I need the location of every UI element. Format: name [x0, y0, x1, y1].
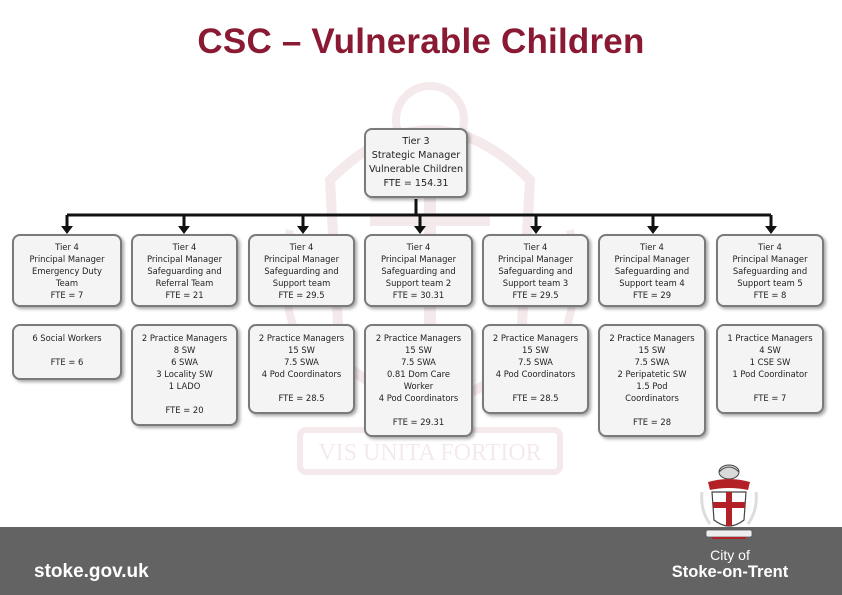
tier4-line: Safeguarding and: [498, 265, 573, 276]
tier3-line: Vulnerable Children: [368, 164, 464, 175]
tier3-line: Tier 3: [402, 136, 430, 147]
staff-line: Worker: [403, 381, 434, 391]
tier4-box-support-2: Tier 4 Principal Manager Safeguarding an…: [364, 234, 473, 307]
city-of-label: City of: [710, 547, 750, 563]
tier4-box-support-3: Tier 4 Principal Manager Safeguarding an…: [482, 234, 589, 307]
staff-line: 2 Practice Managers: [375, 333, 462, 343]
footer-bar: [0, 527, 842, 595]
staff-line: 2 Practice Managers: [258, 333, 345, 343]
tier4-line: Support team 4: [619, 277, 685, 288]
staff-panel-emergency-duty: 6 Social Workers FTE = 6: [12, 324, 122, 380]
tier4-line: FTE = 29.5: [278, 289, 325, 300]
tier4-box-support-5: Tier 4 Principal Manager Safeguarding an…: [716, 234, 824, 307]
tier4-line: Tier 4: [55, 241, 79, 252]
staff-line: 4 Pod Coordinators: [495, 369, 576, 379]
tier4-line: Safeguarding and: [614, 265, 690, 276]
tier4-line: FTE = 8: [753, 289, 787, 300]
tier4-line: Principal Manager: [614, 253, 690, 264]
staff-panel-referral: 2 Practice Managers 8 SW 6 SWA 3 Localit…: [131, 324, 238, 426]
tier4-line: Safeguarding and: [264, 265, 339, 276]
tier4-line: Safeguarding and: [147, 265, 222, 276]
staff-line: 2 Peripatetic SW: [617, 369, 687, 379]
staff-line: 1 Practice Managers: [727, 333, 813, 343]
tier4-box-emergency-duty: Tier 4 Principal Manager Emergency Duty …: [12, 234, 122, 307]
tier4-line: Tier 4: [289, 241, 314, 252]
city-crest-icon: [700, 464, 758, 539]
staff-line: 0.81 Dom Care: [386, 369, 451, 379]
tier4-line: Principal Manager: [146, 253, 223, 264]
staff-line: 15 SW: [405, 345, 432, 355]
tier4-line: Referral Team: [155, 277, 214, 288]
tier4-box-support-4: Tier 4 Principal Manager Safeguarding an…: [598, 234, 706, 307]
tier4-line: Tier 4: [523, 241, 548, 252]
tier4-line: Tier 4: [406, 241, 431, 252]
staff-fte: FTE = 28: [632, 417, 672, 427]
tier3-line: FTE = 154.31: [383, 178, 449, 189]
staff-line: 3 Locality SW: [156, 369, 213, 379]
watermark-motto: VIS UNITA FORTIOR: [318, 440, 541, 466]
tier4-line: Tier 4: [172, 241, 197, 252]
tier4-line: Safeguarding and: [381, 265, 456, 276]
staff-panel-support-1: 2 Practice Managers 15 SW 7.5 SWA 4 Pod …: [248, 324, 355, 414]
staff-panel-support-5: 1 Practice Managers 4 SW 1 CSE SW 1 Pod …: [716, 324, 824, 414]
tier4-line: Support team: [272, 277, 331, 288]
tier4-line: Support team 5: [737, 277, 803, 288]
staff-fte: FTE = 29.31: [392, 417, 445, 427]
staff-line: 2 Practice Managers: [609, 333, 695, 343]
tier4-line: Principal Manager: [263, 253, 340, 264]
staff-fte: FTE = 28.5: [512, 393, 559, 403]
tier4-line: Principal Manager: [29, 253, 105, 264]
tier3-box: Tier 3 Strategic Manager Vulnerable Chil…: [364, 128, 468, 198]
tier4-box-support-1: Tier 4 Principal Manager Safeguarding an…: [248, 234, 355, 307]
tier4-line: Emergency Duty: [32, 265, 102, 276]
page-title: CSC – Vulnerable Children: [197, 22, 645, 61]
staff-line: 7.5 SWA: [401, 357, 436, 367]
staff-fte: FTE = 20: [165, 405, 204, 415]
tier4-line: FTE = 30.31: [392, 289, 445, 300]
staff-line: 2 Practice Managers: [141, 333, 228, 343]
staff-fte: FTE = 28.5: [278, 393, 325, 403]
tier4-line: Team: [55, 277, 79, 288]
staff-line: 15 SW: [638, 345, 666, 355]
city-name-label: Stoke-on-Trent: [671, 563, 789, 581]
staff-line: 4 Pod Coordinators: [378, 393, 459, 403]
staff-line: 4 SW: [759, 345, 781, 355]
staff-line: 8 SW: [173, 345, 196, 355]
staff-line: 6 Social Workers: [32, 333, 102, 343]
staff-line: 7.5 SWA: [284, 357, 319, 367]
staff-panel-support-4: 2 Practice Managers 15 SW 7.5 SWA 2 Peri…: [598, 324, 706, 437]
staff-line: 6 SWA: [171, 357, 198, 367]
staff-line: 2 Practice Managers: [492, 333, 579, 343]
staff-line: 15 SW: [288, 345, 315, 355]
staff-line: 7.5 SWA: [518, 357, 553, 367]
tier4-line: Tier 4: [640, 241, 664, 252]
staff-line: 7.5 SWA: [634, 357, 670, 367]
staff-line: 1.5 Pod: [636, 381, 668, 391]
staff-line: 1 Pod Coordinator: [732, 369, 808, 379]
tier4-box-referral: Tier 4 Principal Manager Safeguarding an…: [131, 234, 238, 307]
tier3-line: Strategic Manager: [371, 150, 461, 161]
tier4-line: FTE = 7: [50, 289, 84, 300]
tier4-line: FTE = 29: [632, 289, 672, 300]
tier4-line: Safeguarding and: [732, 265, 808, 276]
staff-line: 1 CSE SW: [749, 357, 791, 367]
tier4-line: Principal Manager: [497, 253, 574, 264]
staff-line: Coordinators: [625, 393, 679, 403]
tier4-line: Tier 4: [758, 241, 782, 252]
staff-fte: FTE = 7: [753, 393, 787, 403]
staff-line: 15 SW: [522, 345, 549, 355]
staff-line: 1 LADO: [168, 381, 201, 391]
staff-panel-support-3: 2 Practice Managers 15 SW 7.5 SWA 4 Pod …: [482, 324, 589, 414]
footer-url-link[interactable]: stoke.gov.uk: [34, 561, 149, 582]
staff-line: 4 Pod Coordinators: [261, 369, 342, 379]
tier4-line: FTE = 21: [165, 289, 204, 300]
tier4-line: Principal Manager: [380, 253, 457, 264]
tier4-line: Support team 3: [502, 277, 569, 288]
staff-panel-support-2: 2 Practice Managers 15 SW 7.5 SWA 0.81 D…: [364, 324, 473, 437]
tier4-line: FTE = 29.5: [512, 289, 559, 300]
staff-fte: FTE = 6: [50, 357, 84, 367]
tier4-line: Principal Manager: [732, 253, 808, 264]
tier4-line: Support team 2: [385, 277, 452, 288]
